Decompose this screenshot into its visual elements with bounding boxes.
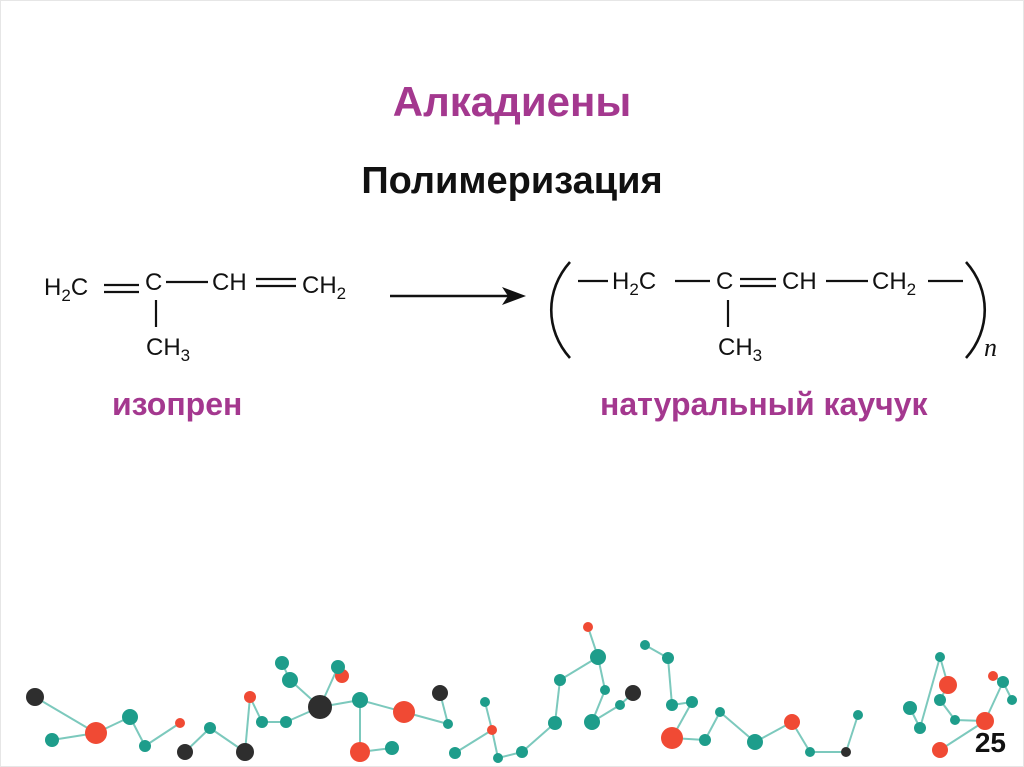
molecule-atom bbox=[784, 714, 800, 730]
isoprene-ch: CH bbox=[212, 269, 247, 296]
molecule-atom bbox=[554, 674, 566, 686]
molecule-atom bbox=[988, 671, 998, 681]
molecule-atom bbox=[282, 672, 298, 688]
page-number: 25 bbox=[974, 727, 1006, 758]
left-parenthesis bbox=[550, 261, 571, 359]
molecule-atom bbox=[805, 747, 815, 757]
molecule-bond bbox=[667, 657, 673, 706]
molecule-atom bbox=[997, 676, 1009, 688]
molecule-atom bbox=[177, 744, 193, 760]
molecule-atom bbox=[175, 718, 185, 728]
molecule-atom bbox=[516, 746, 528, 758]
molecule-bond bbox=[244, 696, 251, 753]
molecule-atom bbox=[85, 722, 107, 744]
molecule-bond bbox=[919, 656, 941, 729]
rubber-ch: CH bbox=[782, 268, 817, 295]
molecule-atom bbox=[443, 719, 453, 729]
molecule-atom bbox=[625, 685, 641, 701]
molecule-atom bbox=[584, 714, 600, 730]
molecule-atom bbox=[139, 740, 151, 752]
natural-rubber-formula: H2C C CH CH2 CH3 n bbox=[550, 261, 997, 365]
molecule-atom bbox=[747, 734, 763, 750]
molecule-atom bbox=[662, 652, 674, 664]
rubber-ch2: CH2 bbox=[872, 268, 916, 299]
molecule-atom bbox=[308, 695, 332, 719]
molecule-bond bbox=[521, 722, 556, 753]
molecule-bond bbox=[144, 722, 181, 747]
molecule-atom bbox=[244, 691, 256, 703]
right-parenthesis bbox=[965, 261, 986, 359]
molecule-atom bbox=[1007, 695, 1017, 705]
natural-rubber-label: натуральный каучук bbox=[600, 386, 928, 422]
molecule-bond bbox=[34, 696, 97, 734]
molecule-atom bbox=[976, 712, 994, 730]
molecule-bond bbox=[454, 729, 493, 754]
molecule-atom bbox=[686, 696, 698, 708]
rubber-h2c: H2C bbox=[612, 268, 656, 299]
molecule-atom bbox=[661, 727, 683, 749]
isoprene-c: C bbox=[145, 269, 162, 296]
molecule-atom bbox=[939, 676, 957, 694]
molecule-atom bbox=[935, 652, 945, 662]
rubber-ch3: CH3 bbox=[718, 334, 762, 365]
reaction-arrow bbox=[390, 287, 526, 305]
molecule-atom bbox=[449, 747, 461, 759]
molecule-atom bbox=[122, 709, 138, 725]
molecule-atom bbox=[493, 753, 503, 763]
molecule-atom bbox=[236, 743, 254, 761]
molecule-atom bbox=[903, 701, 917, 715]
isoprene-ch2: CH2 bbox=[302, 272, 346, 303]
molecule-atom bbox=[331, 660, 345, 674]
repeat-index-n: n bbox=[984, 333, 997, 362]
molecule-atom bbox=[350, 742, 370, 762]
slide-subtitle: Полимеризация bbox=[361, 160, 663, 202]
molecule-atom bbox=[699, 734, 711, 746]
molecule-bond bbox=[845, 714, 859, 753]
molecule-atom bbox=[934, 694, 946, 706]
molecule-atom bbox=[583, 622, 593, 632]
molecule-atom bbox=[26, 688, 44, 706]
molecule-atom bbox=[280, 716, 292, 728]
molecule-atom bbox=[853, 710, 863, 720]
molecule-atom bbox=[275, 656, 289, 670]
molecule-atom bbox=[841, 747, 851, 757]
molecule-atom bbox=[393, 701, 415, 723]
molecule-atom bbox=[480, 697, 490, 707]
isoprene-h2c: H2C bbox=[44, 274, 88, 305]
molecule-decoration bbox=[26, 622, 1017, 763]
molecule-atom bbox=[950, 715, 960, 725]
rubber-c: C bbox=[716, 268, 733, 295]
slide-title: Алкадиены bbox=[392, 78, 632, 125]
molecule-atom bbox=[487, 725, 497, 735]
molecule-atom bbox=[914, 722, 926, 734]
molecule-atom bbox=[590, 649, 606, 665]
molecule-atom bbox=[548, 716, 562, 730]
isoprene-label: изопрен bbox=[112, 386, 243, 422]
isoprene-ch3: CH3 bbox=[146, 334, 190, 365]
molecule-bond bbox=[554, 679, 561, 724]
molecule-atom bbox=[615, 700, 625, 710]
molecule-atom bbox=[640, 640, 650, 650]
molecule-atom bbox=[666, 699, 678, 711]
molecule-atom bbox=[932, 742, 948, 758]
molecule-atom bbox=[432, 685, 448, 701]
molecule-atom bbox=[385, 741, 399, 755]
isoprene-formula: H2C C CH CH2 CH3 bbox=[44, 269, 346, 365]
molecule-atom bbox=[256, 716, 268, 728]
molecule-atom bbox=[45, 733, 59, 747]
molecule-atom bbox=[600, 685, 610, 695]
molecule-atom bbox=[715, 707, 725, 717]
molecule-atom bbox=[204, 722, 216, 734]
molecule-atom bbox=[352, 692, 368, 708]
